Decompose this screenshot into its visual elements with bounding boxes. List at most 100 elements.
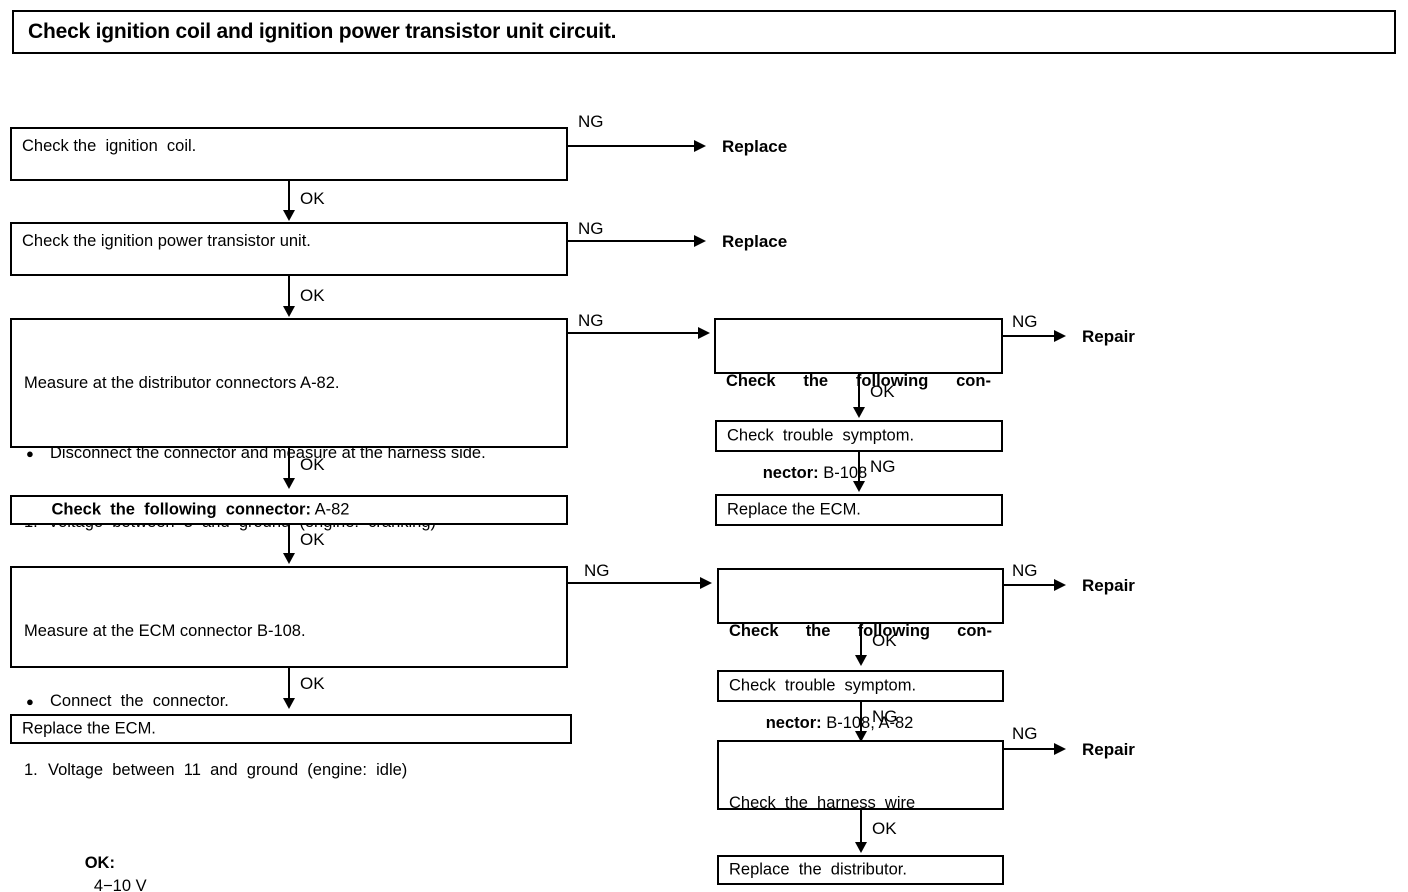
measure-distributor-heading: Measure at the distributor connectors A-… — [24, 374, 340, 392]
box-check-connector-a82-bold: Check the following connector: — [51, 500, 311, 519]
page-title-banner: Check ignition coil and ignition power t… — [12, 10, 1396, 54]
terminal-repair-1: Repair — [1082, 327, 1135, 346]
box-replace-distributor-label: Replace the distributor. — [729, 860, 907, 879]
box-check-connector-b108-content: Check the following con- nector: B-108 — [726, 324, 991, 554]
b108a82-l1-w2: following — [857, 622, 930, 640]
bullet-icon: ● — [26, 693, 34, 709]
step-number: 1. — [24, 761, 38, 779]
edge-r6-r7-line — [860, 810, 862, 846]
box-check-trouble-symptom-lower[interactable]: Check trouble symptom. — [717, 670, 1004, 702]
edge-label-ok-r6: OK — [872, 819, 897, 838]
terminal-repair-3: Repair — [1082, 740, 1135, 759]
edge-l3-l4-line — [288, 448, 290, 482]
box-check-connector-b108-a82-content: Check the following con- nector: B-108, … — [729, 574, 992, 804]
measure-distributor-bullet-text: Disconnect the connector and measure at … — [50, 443, 486, 462]
edge-l1-l2-line — [288, 181, 290, 213]
edge-r4-r5-line — [860, 624, 862, 658]
box-check-trouble-symptom-lower-label: Check trouble symptom. — [729, 676, 917, 695]
box-replace-distributor[interactable]: Replace the distributor. — [717, 855, 1004, 885]
b108a82-l2-plain: B-108, A-82 — [821, 714, 914, 732]
edge-l4-l5-arrowhead — [283, 553, 295, 564]
edge-label-ok-r4: OK — [872, 631, 897, 650]
box-check-connector-b108-line2: nector: B-108 — [726, 439, 991, 508]
edge-label-ng-l5: NG — [584, 561, 610, 580]
box-check-ignition-coil-label: Check the ignition coil. — [22, 137, 197, 155]
page-title: Check ignition coil and ignition power t… — [28, 20, 617, 43]
edge-l5-l6-line — [288, 668, 290, 702]
edge-l3-ng-line — [568, 332, 702, 334]
edge-label-ok-l4: OK — [300, 530, 325, 549]
edge-label-ng-r4: NG — [1012, 561, 1038, 580]
box-replace-ecm-upper[interactable]: Replace the ECM. — [715, 494, 1003, 526]
terminal-replace-1: Replace — [722, 137, 788, 156]
edge-label-ng-l3: NG — [578, 311, 604, 330]
measure-ecm-heading: Measure at the ECM connector B-108. — [24, 622, 306, 640]
edge-label-ok-l3: OK — [300, 455, 325, 474]
b108a82-l1-w3: con- — [957, 622, 992, 640]
edge-l5-l6-arrowhead — [283, 698, 295, 709]
edge-l2-ng-line — [568, 240, 700, 242]
edge-label-ok-r1: OK — [870, 382, 895, 401]
box-check-trouble-symptom-upper[interactable]: Check trouble symptom. — [715, 420, 1003, 452]
box-check-connector-b108-a82[interactable]: Check the following con- nector: B-108, … — [717, 568, 1004, 732]
box-replace-ecm-left[interactable]: Replace the ECM. — [10, 714, 572, 744]
box-replace-ecm-left-label: Replace the ECM. — [22, 719, 156, 738]
measure-ecm-ok-value: 4−10 V — [93, 876, 147, 892]
edge-r2-r3-arrowhead — [853, 481, 865, 492]
measure-ecm-bullet-row: ● Connect the connector. — [24, 690, 558, 714]
edge-label-ng-l2: NG — [578, 219, 604, 238]
edge-label-ng-r6: NG — [1012, 724, 1038, 743]
box-check-connector-b108-a82-line2: nector: B-108, A-82 — [729, 689, 992, 758]
edge-label-ok-l5: OK — [300, 674, 325, 693]
harness-line1: Check the harness wire — [729, 794, 916, 812]
measure-distributor-bullet-row: ● Disconnect the connector and measure a… — [24, 442, 558, 466]
edge-r6-r7-arrowhead — [855, 842, 867, 853]
box-check-connector-b108-a82-line1: Check the following con- — [729, 620, 992, 643]
b108-l1-w0: Check — [726, 372, 776, 390]
box-check-connector-a82[interactable]: Check the following connector: A-82 — [10, 495, 568, 525]
edge-l1-l2-arrowhead — [283, 210, 295, 221]
edge-l2-ng-arrowhead — [694, 235, 706, 247]
edge-r4-r5-arrowhead — [855, 655, 867, 666]
edge-r1-r2-line — [858, 374, 860, 410]
box-replace-ecm-upper-label: Replace the ECM. — [727, 500, 861, 519]
box-check-connector-a82-content: Check the following connector: A-82 — [24, 476, 562, 545]
box-measure-ecm[interactable]: Measure at the ECM connector B-108. ● Co… — [10, 566, 568, 892]
edge-l1-ng-line — [568, 145, 700, 147]
edge-label-ng-r1: NG — [1012, 312, 1038, 331]
box-check-power-transistor[interactable]: Check the ignition power transistor unit… — [10, 222, 568, 276]
edge-r4-ng-arrowhead — [1054, 579, 1066, 591]
measure-ecm-bullet-text: Connect the connector. — [50, 691, 229, 710]
edge-label-ng-l1: NG — [578, 112, 604, 131]
b108a82-l2-bold: nector: — [765, 714, 822, 732]
terminal-replace-2: Replace — [722, 232, 788, 251]
box-check-harness-wire[interactable]: Check the harness wire between the ECM a… — [717, 740, 1004, 881]
edge-r5-r6-line — [860, 702, 862, 736]
box-measure-distributor[interactable]: Measure at the distributor connectors A-… — [10, 318, 568, 647]
edge-label-ok-l2: OK — [300, 286, 325, 305]
measure-ecm-step-text: Voltage between 11 and ground (engine: i… — [48, 761, 408, 779]
measure-ecm-ok-label: OK: — [84, 853, 115, 872]
edge-r6-ng-line — [1004, 748, 1060, 750]
box-check-ignition-coil[interactable]: Check the ignition coil. — [10, 127, 568, 181]
edge-r1-ng-line — [1003, 335, 1060, 337]
box-check-connector-b108-line1: Check the following con- — [726, 370, 991, 393]
edge-label-ng-r2: NG — [870, 457, 896, 476]
edge-l2-l3-line — [288, 276, 290, 310]
edge-l5-ng-arrowhead — [700, 577, 712, 589]
box-check-connector-a82-value: A-82 — [310, 500, 350, 519]
edge-l1-ng-arrowhead — [694, 140, 706, 152]
box-check-connector-b108[interactable]: Check the following con- nector: B-108 — [714, 318, 1003, 482]
box-check-trouble-symptom-upper-label: Check trouble symptom. — [727, 426, 915, 445]
b108-l1-w3: con- — [956, 372, 991, 390]
edge-r5-r6-arrowhead — [855, 731, 867, 742]
edge-l5-ng-line — [568, 582, 704, 584]
terminal-repair-2: Repair — [1082, 576, 1135, 595]
edge-r6-ng-arrowhead — [1054, 743, 1066, 755]
edge-l3-l4-arrowhead — [283, 478, 295, 489]
edge-label-ok-l1: OK — [300, 189, 325, 208]
edge-r1-r2-arrowhead — [853, 407, 865, 418]
edge-l3-ng-arrowhead — [698, 327, 710, 339]
edge-l4-l5-line — [288, 525, 290, 557]
